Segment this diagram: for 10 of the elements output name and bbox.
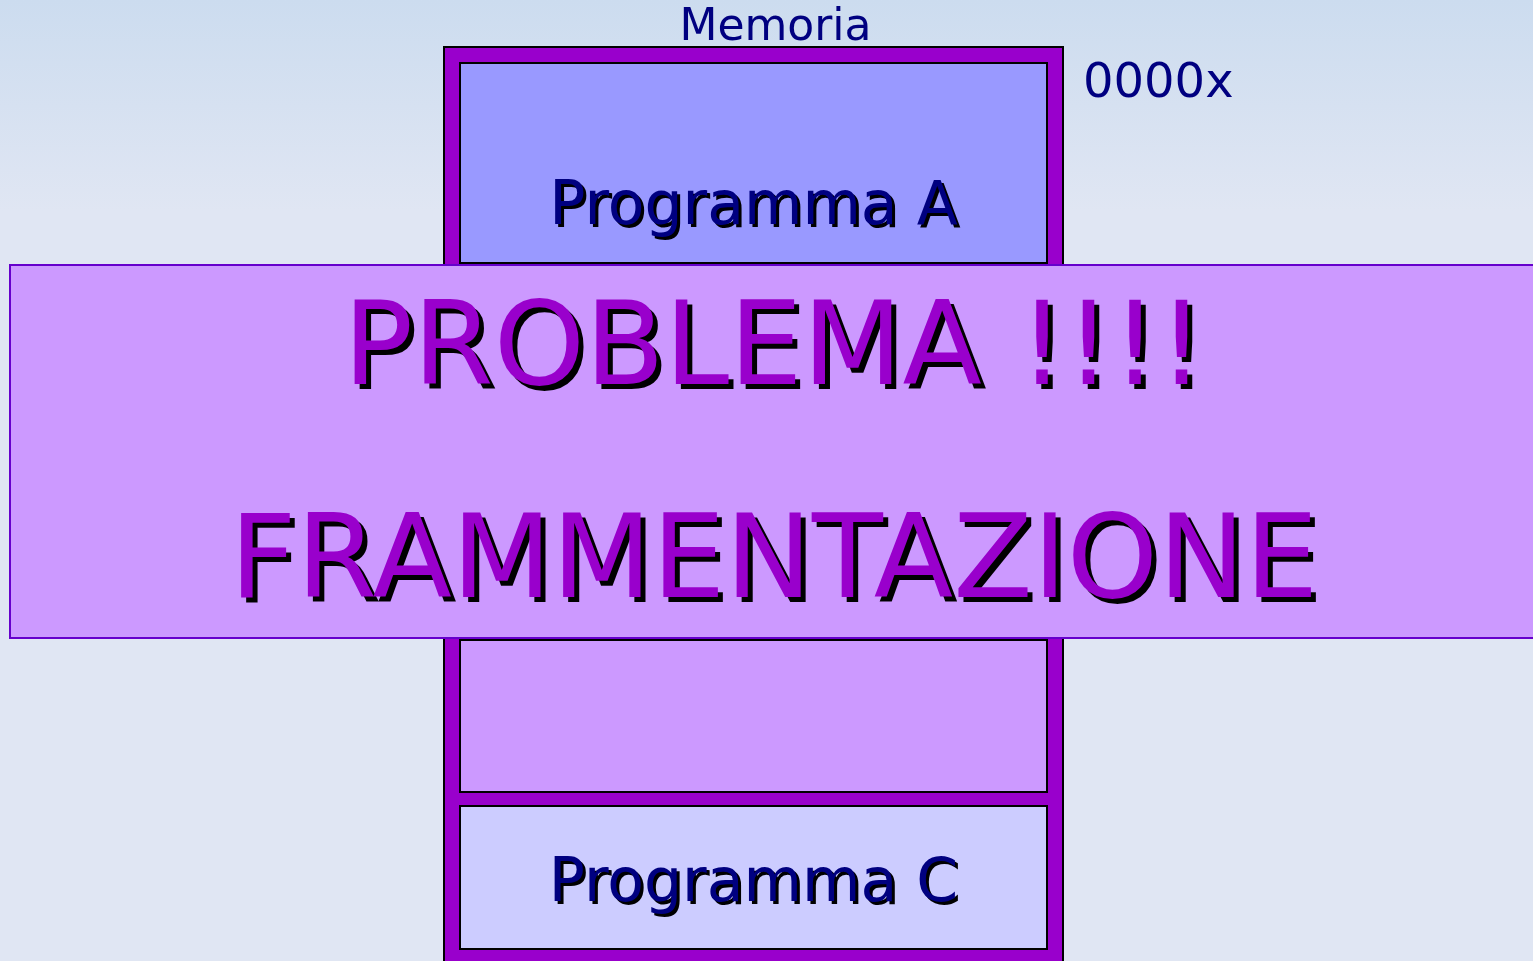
program-label: Programma C	[548, 847, 959, 913]
program-block	[459, 62, 1048, 264]
program-label: Programma A	[549, 170, 958, 236]
program-block	[459, 805, 1048, 950]
memory-title: Memoria	[678, 3, 873, 47]
warning-dialog	[9, 264, 1533, 639]
banner-text: FRAMMENTAZIONE	[229, 492, 1319, 621]
free-memory-block	[459, 639, 1048, 793]
banner-text: PROBLEMA !!!!	[343, 280, 1205, 408]
address-label: 0000x	[1083, 56, 1234, 104]
